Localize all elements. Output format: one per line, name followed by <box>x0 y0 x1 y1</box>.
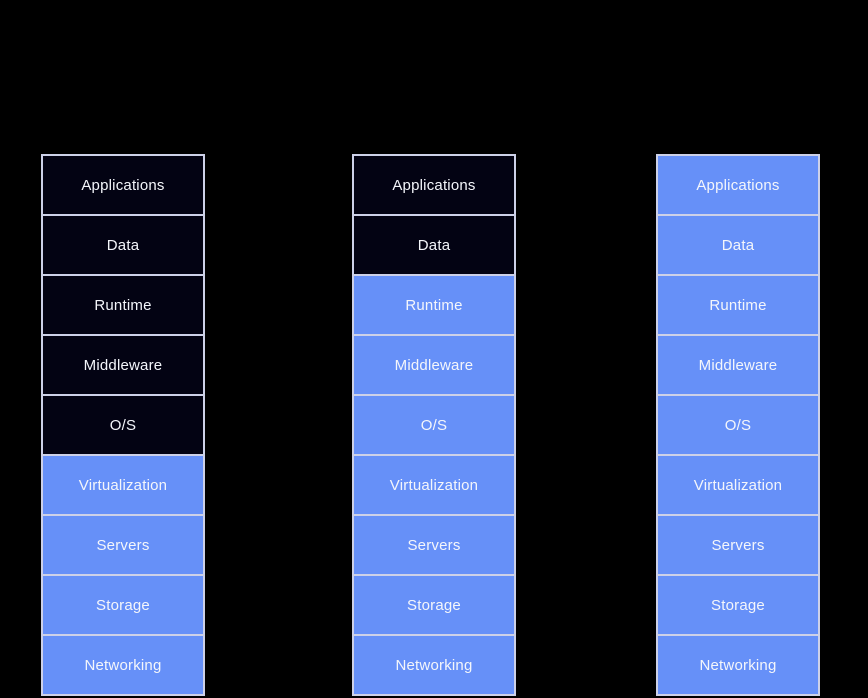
layer-box-storage: Storage <box>41 574 205 636</box>
layer-box-storage: Storage <box>352 574 516 636</box>
layer-box-middleware: Middleware <box>41 334 205 396</box>
layer-box-networking: Networking <box>352 634 516 696</box>
stack-column-2: Applications Data Runtime Middleware O/S… <box>352 154 516 696</box>
layer-box-servers: Servers <box>656 514 820 576</box>
layer-box-virtualization: Virtualization <box>656 454 820 516</box>
layer-label: Servers <box>711 536 765 554</box>
layer-label: O/S <box>724 416 752 434</box>
layer-box-runtime: Runtime <box>41 274 205 336</box>
layer-box-os: O/S <box>352 394 516 456</box>
layer-label: Data <box>721 236 755 254</box>
layer-label: Data <box>106 236 140 254</box>
layer-label: Networking <box>84 656 162 674</box>
stack-column-3: Applications Data Runtime Middleware O/S… <box>656 154 820 696</box>
layer-label: Middleware <box>394 356 474 374</box>
layer-label: Virtualization <box>389 476 479 494</box>
layer-box-applications: Applications <box>352 154 516 216</box>
layer-label: Servers <box>407 536 461 554</box>
layer-box-runtime: Runtime <box>352 274 516 336</box>
layer-label: Virtualization <box>693 476 783 494</box>
layer-box-servers: Servers <box>352 514 516 576</box>
layer-label: O/S <box>109 416 137 434</box>
layer-label: Networking <box>395 656 473 674</box>
layer-label: Storage <box>711 596 765 614</box>
layer-label: Runtime <box>94 296 152 314</box>
stack-column-1: Applications Data Runtime Middleware O/S… <box>41 154 205 696</box>
layer-label: Applications <box>81 176 165 194</box>
layer-label: Middleware <box>698 356 778 374</box>
layer-box-servers: Servers <box>41 514 205 576</box>
layer-box-networking: Networking <box>41 634 205 696</box>
layer-label: Runtime <box>405 296 463 314</box>
layer-label: O/S <box>420 416 448 434</box>
layer-label: Virtualization <box>78 476 168 494</box>
layer-box-middleware: Middleware <box>656 334 820 396</box>
layer-box-virtualization: Virtualization <box>41 454 205 516</box>
layer-box-applications: Applications <box>656 154 820 216</box>
layer-box-data: Data <box>352 214 516 276</box>
layer-label: Networking <box>699 656 777 674</box>
layer-box-applications: Applications <box>41 154 205 216</box>
layer-label: Middleware <box>83 356 163 374</box>
layer-box-runtime: Runtime <box>656 274 820 336</box>
layer-box-os: O/S <box>41 394 205 456</box>
layer-box-data: Data <box>656 214 820 276</box>
layer-label: Storage <box>96 596 150 614</box>
layer-label: Applications <box>392 176 476 194</box>
layer-label: Storage <box>407 596 461 614</box>
layer-box-storage: Storage <box>656 574 820 636</box>
layer-box-data: Data <box>41 214 205 276</box>
layer-box-os: O/S <box>656 394 820 456</box>
layer-box-networking: Networking <box>656 634 820 696</box>
layer-box-middleware: Middleware <box>352 334 516 396</box>
layer-box-virtualization: Virtualization <box>352 454 516 516</box>
layer-label: Servers <box>96 536 150 554</box>
layer-label: Runtime <box>709 296 767 314</box>
layer-label: Applications <box>696 176 780 194</box>
layer-label: Data <box>417 236 451 254</box>
